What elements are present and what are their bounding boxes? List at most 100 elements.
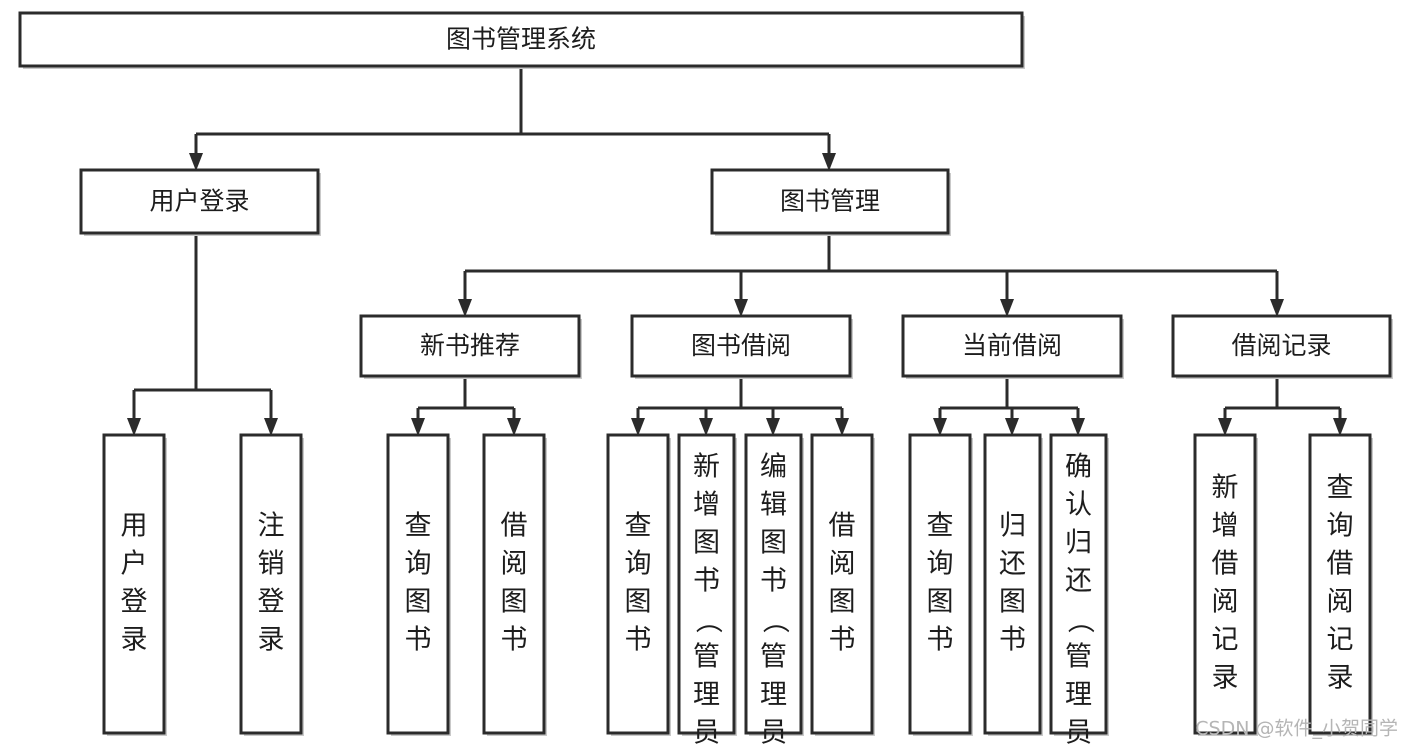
connector-layer [127,66,1347,436]
node-label-char: 还 [1065,566,1092,597]
node-label-char: 增 [693,490,720,521]
node-label-char: 归 [999,511,1026,542]
node-label-char: 借 [501,511,528,542]
node-layer: 图书管理系统用户登录图书管理新书推荐图书借阅当前借阅借阅记录用户登录注销登录查询… [18,11,1393,747]
node-label: 图书借阅 [691,331,791,360]
node-label-char: 阅 [1212,587,1239,618]
arrow-head-icon [699,418,713,436]
node-rect[interactable] [79,168,320,235]
arrow-head-icon [189,153,203,171]
node-rect[interactable] [810,433,874,735]
node-rect[interactable] [18,11,1024,68]
node-rect[interactable] [359,314,581,378]
arrow-head-icon [458,299,472,317]
node-label-char: 书 [829,625,856,656]
node-label-char: 理 [693,680,720,711]
node-label-char: 书 [625,625,652,656]
node-label-char: 管 [1065,642,1092,673]
node-rect[interactable] [386,433,450,735]
node-new-book-recommend[interactable]: 新书推荐 [359,314,582,379]
arrow-head-icon [264,418,278,436]
node-label-char: 录 [258,625,285,656]
arrow-head-icon [766,418,780,436]
arrow-head-icon [1071,418,1085,436]
edges-book-borrow-to-leaves [631,376,849,436]
node-rect[interactable] [908,433,972,735]
node-label-char: 员 [760,718,787,747]
node-rect[interactable] [606,433,670,735]
node-label-char: 归 [1065,528,1092,559]
node-user-login[interactable]: 用户登录 [79,168,321,236]
node-rect[interactable] [1049,433,1108,735]
node-label-char: 询 [625,549,652,580]
node-label: 新书推荐 [420,331,520,360]
node-rect[interactable] [1308,433,1372,735]
node-label-char: 销 [258,549,285,580]
node-label-char: 询 [1327,511,1354,542]
node-label-char: 录 [1212,663,1239,694]
node-label-char: 员 [693,718,720,747]
node-label-char: 录 [1327,663,1354,694]
node-label-char: 还 [999,549,1026,580]
node-label-char: 查 [405,511,432,542]
node-rect[interactable] [239,433,303,735]
arrow-head-icon [631,418,645,436]
node-label: 图书管理 [780,187,880,216]
node-current-borrow[interactable]: 当前借阅 [901,314,1124,379]
edges-new-book-recommend-to-leaves [411,376,521,436]
edges-root-to-level2 [189,66,836,171]
node-label-char: 登 [121,587,148,618]
node-label-char: 书 [927,625,954,656]
node-rect[interactable] [1171,314,1392,378]
node-label-char: （ [692,607,723,634]
node-rect[interactable] [744,433,803,735]
node-label-char: 认 [1065,490,1092,521]
node-label-char: 图 [760,528,787,559]
node-rect[interactable] [482,433,546,735]
node-label: 借阅记录 [1231,331,1331,360]
node-label-char: 图 [999,587,1026,618]
node-label-char: （ [759,607,790,634]
node-root-book-management-system[interactable]: 图书管理系统 [18,11,1025,69]
node-rect[interactable] [630,314,852,378]
node-rect[interactable] [901,314,1123,378]
node-rect[interactable] [983,433,1042,735]
node-label-char: 查 [927,511,954,542]
node-rect[interactable] [677,433,736,735]
node-rect[interactable] [710,168,950,235]
edges-book-manage-to-level3 [458,233,1284,317]
node-label-char: 书 [999,625,1026,656]
node-book-manage[interactable]: 图书管理 [710,168,951,236]
node-label-char: 户 [121,549,148,580]
arrow-head-icon [734,299,748,317]
node-rect[interactable] [1193,433,1257,735]
node-label: 用户登录 [149,187,249,216]
node-label-char: 图 [501,587,528,618]
node-book-borrow[interactable]: 图书借阅 [630,314,853,379]
node-label-char: 录 [121,625,148,656]
node-rect[interactable] [102,433,166,735]
node-borrow-record[interactable]: 借阅记录 [1171,314,1393,379]
node-leaf-user-login[interactable]: 用户登录 [102,433,167,736]
